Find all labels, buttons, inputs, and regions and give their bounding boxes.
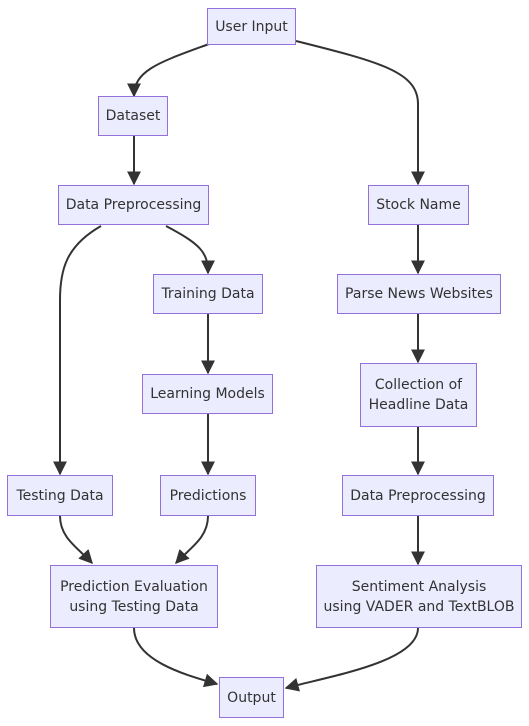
node-user-input: User Input (207, 8, 296, 45)
edge-user-input-to-dataset (127, 43, 210, 98)
edge-data-preprocessing-to-testing-data (53, 225, 102, 476)
edge-sentiment-analysis-to-output (284, 627, 419, 692)
node-training-data: Training Data (153, 274, 263, 314)
edge-user-input-to-stock-name (295, 40, 425, 186)
node-learning-models: Learning Models (142, 374, 273, 414)
node-sentiment-analysis: Sentiment Analysis using VADER and TextB… (316, 565, 522, 628)
node-output: Output (219, 677, 284, 718)
edge-data-preprocessing-to-training-data (165, 225, 215, 275)
node-dataset: Dataset (98, 96, 168, 136)
edge-prediction-evaluation-to-output (133, 627, 219, 688)
edge-testing-data-to-prediction-evaluation (59, 515, 93, 565)
node-data-preprocessing-right: Data Preprocessing (342, 475, 494, 516)
node-parse-news-websites: Parse News Websites (337, 274, 501, 314)
node-prediction-evaluation: Prediction Evaluation using Testing Data (50, 565, 218, 628)
node-testing-data: Testing Data (7, 475, 113, 516)
node-predictions: Predictions (160, 475, 256, 516)
node-stock-name: Stock Name (368, 185, 469, 225)
node-data-preprocessing-left: Data Preprocessing (58, 185, 209, 225)
edge-predictions-to-prediction-evaluation (175, 515, 209, 565)
node-collection-headline-data: Collection of Headline Data (360, 363, 477, 427)
